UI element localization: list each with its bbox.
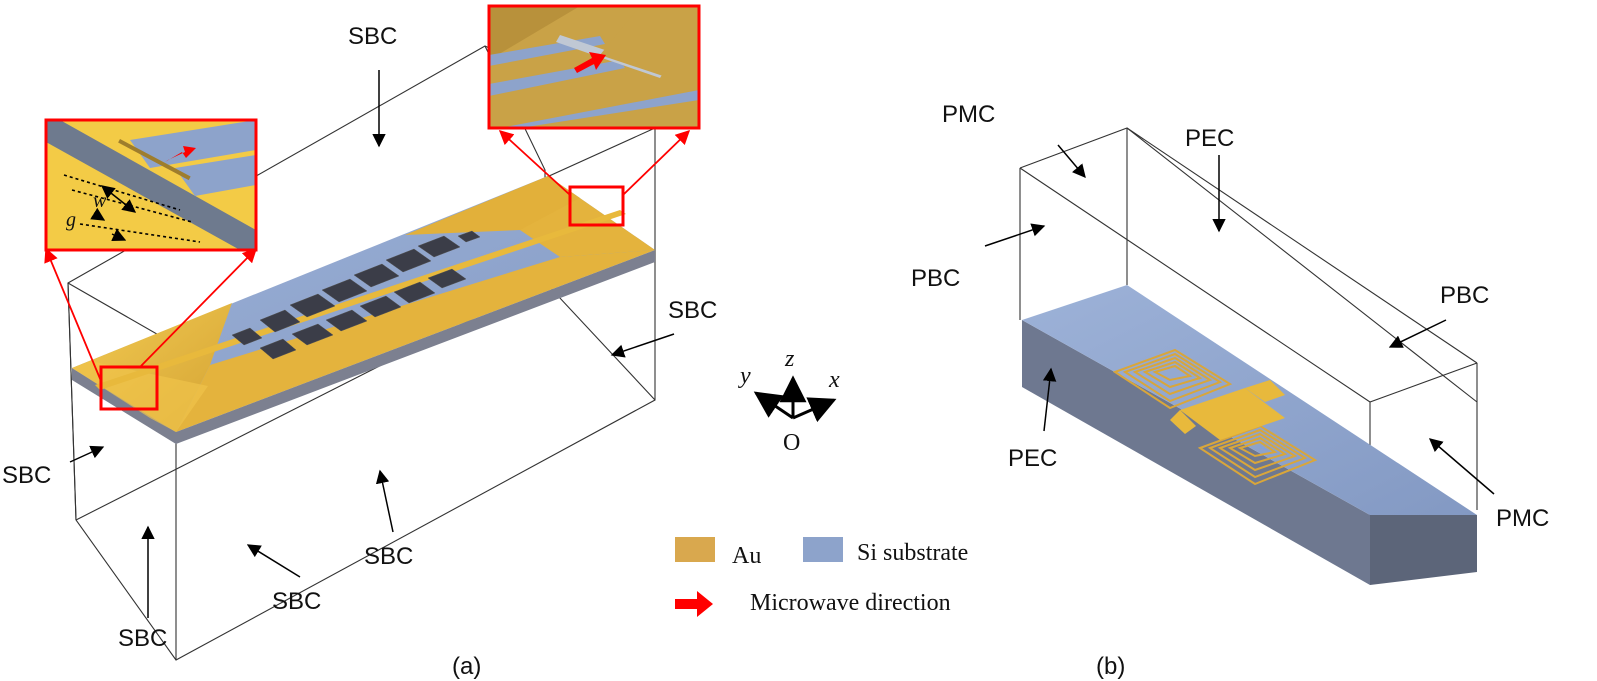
axis-y-label: y (738, 363, 751, 389)
legend-label-au: Au (732, 543, 761, 569)
legend-swatch-si (803, 537, 843, 562)
caption-a: (a) (452, 653, 481, 680)
axis-triad: y z x O (738, 346, 840, 456)
label-sbc-right: SBC (668, 297, 717, 324)
zoom-leaders (44, 129, 691, 382)
label-sbc-bottom-mid: SBC (272, 588, 321, 615)
boundary-box-b (1019, 127, 1478, 515)
boundary-labels-a: SBC SBC SBC SBC SBC SBC (2, 23, 717, 652)
legend-label-si: Si substrate (857, 540, 968, 566)
inset-left: w g (44, 118, 258, 252)
label-sbc-top: SBC (348, 23, 397, 50)
label-pmc-top: PMC (942, 101, 995, 128)
legend-label-microwave: Microwave direction (750, 590, 951, 616)
width-symbol: w (93, 190, 107, 212)
axis-origin-label: O (783, 430, 800, 456)
gap-symbol: g (66, 209, 76, 231)
legend: Au Si substrate Microwave direction (675, 537, 968, 617)
caption-b: (b) (1096, 653, 1125, 680)
microwave-direction-arrow-inset (574, 52, 606, 73)
panel-a: w g SBC (2, 4, 717, 680)
label-sbc-left: SBC (2, 462, 51, 489)
label-pmc-right: PMC (1496, 505, 1549, 532)
device-board-b (1022, 285, 1477, 585)
legend-arrow-microwave (675, 591, 713, 617)
device-board-a (72, 176, 655, 444)
inset-right (487, 4, 701, 130)
axis-z-label: z (784, 346, 795, 372)
boundary-labels-b: PMC PEC PBC PBC PEC PMC (911, 101, 1549, 532)
label-pec-bottom: PEC (1008, 445, 1057, 472)
boundary-arrows-a (69, 70, 675, 618)
axis-x-label: x (828, 367, 840, 393)
panel-b: PMC PEC PBC PBC PEC PMC (b) (911, 101, 1549, 680)
label-pbc-right: PBC (1440, 282, 1489, 309)
label-pec-top: PEC (1185, 125, 1234, 152)
label-pbc-left: PBC (911, 265, 960, 292)
boundary-arrows-b (984, 144, 1495, 495)
legend-swatch-au (675, 537, 715, 562)
label-sbc-bottom-front: SBC (364, 543, 413, 570)
label-sbc-bottom-left: SBC (118, 625, 167, 652)
